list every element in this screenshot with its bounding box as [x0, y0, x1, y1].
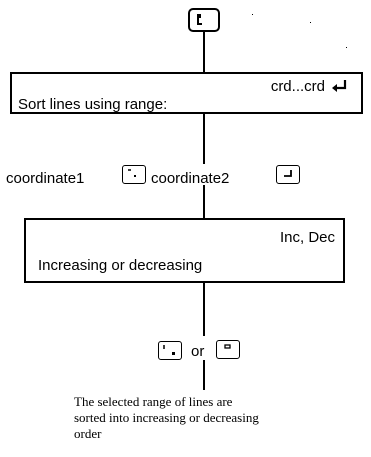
- top-key-icon: [216, 340, 240, 359]
- sort-command-box: crd...crd Sort lines using range:: [10, 72, 363, 114]
- result-line-2: sorted into increasing or decreasing: [74, 410, 259, 425]
- connector-coordinates-to-box2: [203, 185, 205, 218]
- command-text: crd...crd: [270, 78, 325, 95]
- coordinate1-cursor-key-icon: [122, 165, 146, 184]
- return-arrow-icon: [331, 79, 349, 93]
- result-line-3: order: [74, 426, 102, 441]
- connector-box2-to-choice: [203, 281, 205, 336]
- result-description: The selected range of lines are sorted i…: [74, 394, 259, 442]
- down-left-key-icon: [158, 341, 182, 360]
- connector-start-to-box1: [203, 30, 205, 72]
- speck: [252, 14, 253, 15]
- connector-box1-to-coordinates: [203, 112, 205, 164]
- coordinate1-label: coordinate1: [6, 170, 85, 187]
- start-cursor-key-icon: [188, 8, 220, 32]
- speck: [346, 47, 347, 48]
- speck: [310, 22, 311, 23]
- or-separator: or: [190, 343, 206, 360]
- options-text: Inc, Dec: [279, 229, 335, 246]
- box2-description: Increasing or decreasing: [38, 257, 203, 274]
- box1-description: Sort lines using range:: [18, 96, 168, 113]
- coordinate2-label: coordinate2: [151, 170, 230, 187]
- connector-choice-to-result: [203, 360, 205, 390]
- order-option-box: Inc, Dec Increasing or decreasing: [24, 218, 345, 283]
- result-line-1: The selected range of lines are: [74, 394, 233, 409]
- coordinate2-return-key-icon: [276, 165, 300, 184]
